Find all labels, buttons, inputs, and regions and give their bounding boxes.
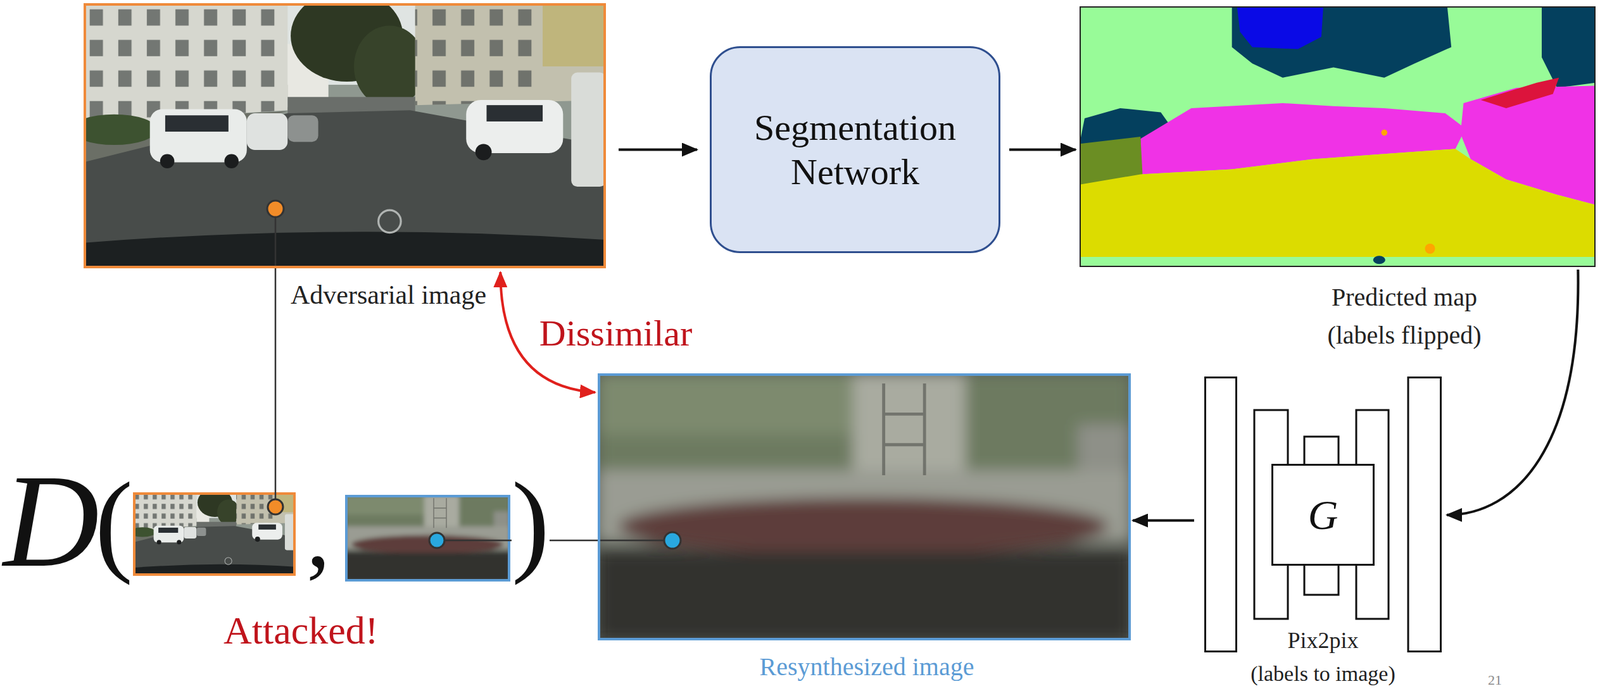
- image-panel: Predicted map(labels flipped): [1079, 6, 1596, 268]
- result-note: Attacked!: [223, 611, 378, 651]
- edge-label: Dissimilar: [535, 315, 697, 353]
- box-label: Segmentation Network: [718, 105, 993, 194]
- process-box: Segmentation Network: [709, 46, 1001, 254]
- page-number: 21: [1487, 673, 1502, 688]
- segmentation-map: [1079, 6, 1596, 268]
- thumbnail-border: [134, 493, 295, 575]
- network-name: Pix2pix: [1166, 629, 1480, 653]
- image-panel: Adversarial image: [83, 3, 606, 269]
- flow-arrow: [1132, 519, 1195, 523]
- pixel-leader-line: [274, 217, 277, 499]
- flow-arrow: [1009, 148, 1076, 152]
- panel-caption: Adversarial image: [290, 279, 487, 311]
- function-symbol: D: [3, 454, 100, 588]
- pixel-dot: [267, 200, 284, 218]
- panel-caption: Resynthesized image: [562, 652, 1172, 682]
- street-thumbnail: [129, 488, 296, 577]
- layer-bar: [1304, 436, 1339, 596]
- flow-arrow: [618, 148, 698, 152]
- resynthesized-thumbnail: [345, 495, 511, 582]
- layer-bar: [1408, 377, 1442, 653]
- pixel-dot: [429, 533, 445, 549]
- pixel-leader-line: [445, 540, 665, 542]
- pixel-dot: [664, 532, 681, 549]
- pixel-dot: [267, 499, 284, 515]
- layer-bar: [1205, 377, 1237, 653]
- panel-caption: Predicted map: [1246, 283, 1563, 313]
- thumbnail-border: [346, 496, 510, 581]
- image-panel: Resynthesized image: [597, 373, 1131, 641]
- network-note: (labels to image): [1166, 663, 1480, 686]
- parenthesis: ): [511, 466, 550, 580]
- panel-caption-note: (labels flipped): [1246, 321, 1563, 351]
- generator-symbol: G: [1308, 494, 1339, 537]
- street-photo: [71, 0, 606, 269]
- parenthesis: (: [94, 466, 133, 580]
- network-block: Pix2pix(labels to image)G: [1204, 376, 1442, 653]
- generator-box: G: [1271, 464, 1375, 567]
- resynthesized-photo: [597, 373, 1131, 641]
- comma: ,: [306, 486, 331, 582]
